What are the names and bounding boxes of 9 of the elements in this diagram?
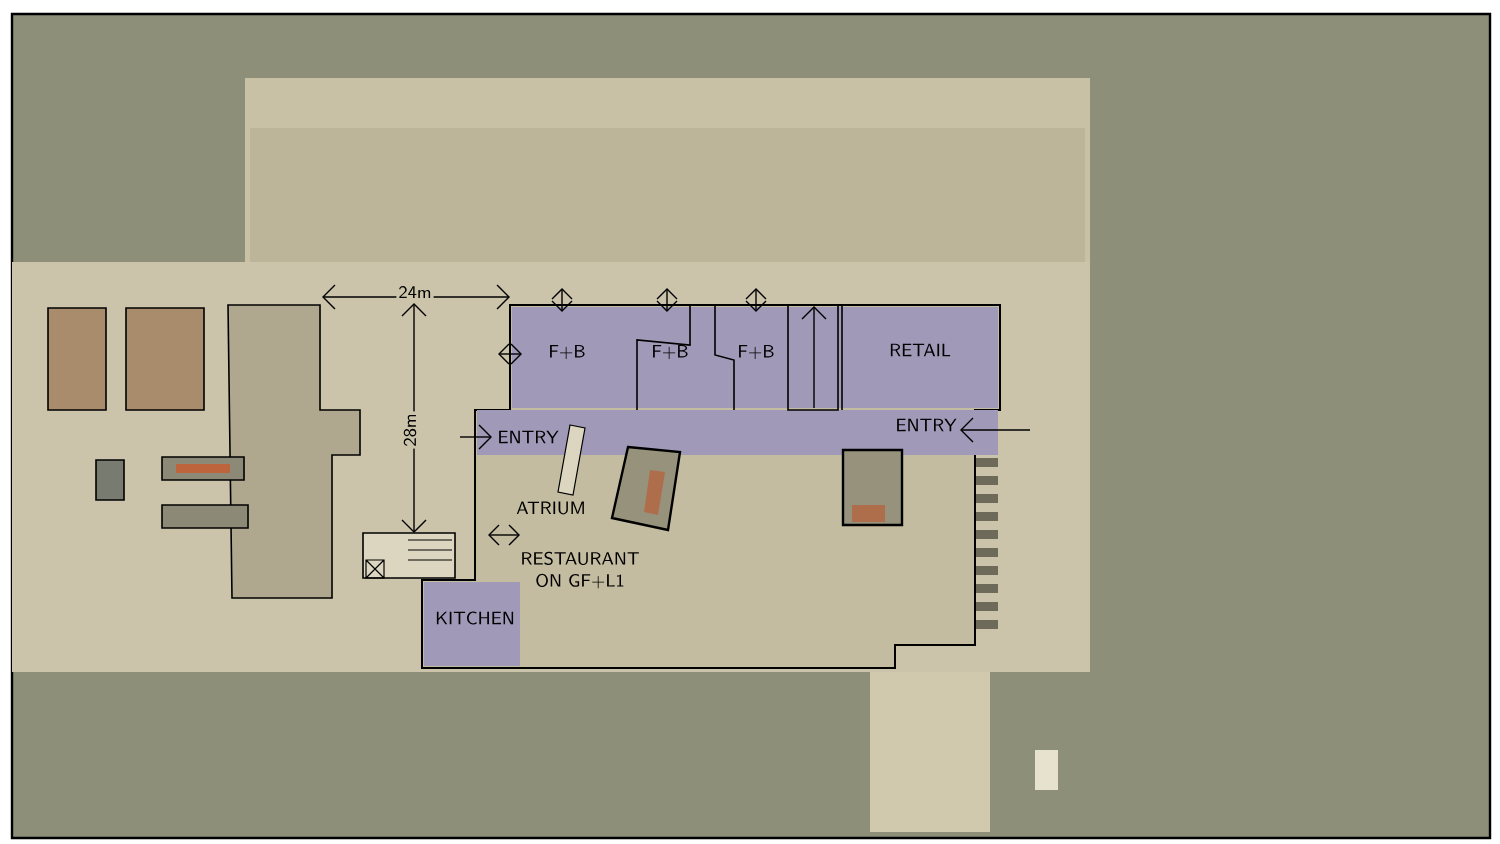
room-label: RETAIL — [890, 343, 951, 357]
room-label: RESTAURANT ON GF+L1 — [522, 551, 639, 589]
room-label: ENTRY — [897, 418, 957, 432]
room-label: ATRIUM — [516, 501, 584, 515]
room-label: ENTRY — [499, 430, 559, 444]
room-label: F+B — [739, 344, 774, 360]
room-label: KITCHEN — [436, 611, 514, 625]
room-label: F+B — [653, 344, 688, 360]
room-label: F+B — [550, 344, 585, 360]
